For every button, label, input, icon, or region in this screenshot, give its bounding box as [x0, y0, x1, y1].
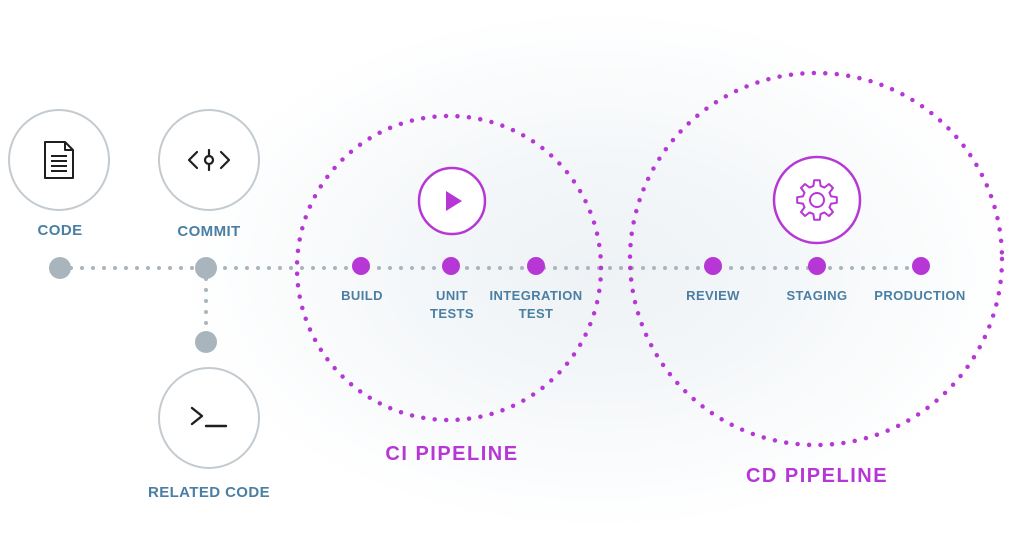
commit-label: COMMIT	[177, 223, 241, 240]
build-node	[352, 257, 370, 275]
code-icon-circle	[8, 109, 110, 211]
related-code-label: RELATED CODE	[147, 484, 271, 501]
production-label: PRODUCTION	[874, 288, 966, 303]
document-icon	[44, 141, 74, 179]
unit-tests-label-line1: UNIT	[436, 288, 468, 303]
commit-icon	[187, 148, 231, 172]
unit-tests-label-line2: TESTS	[430, 306, 474, 321]
ci-pipeline-label: CI PIPELINE	[385, 443, 519, 465]
review-label: REVIEW	[686, 288, 740, 303]
review-node	[704, 257, 722, 275]
code-node	[49, 257, 71, 279]
gear-icon	[796, 179, 838, 221]
integration-test-label: INTEGRATION TEST	[474, 287, 598, 323]
play-icon	[446, 191, 462, 211]
unit-tests-label: UNIT TESTS	[412, 287, 492, 323]
commit-icon-circle	[158, 109, 260, 211]
unit-tests-node	[442, 257, 460, 275]
commit-node	[195, 257, 217, 279]
code-label: CODE	[37, 222, 83, 239]
cd-pipeline-ring	[627, 70, 1005, 448]
cd-gear-circle	[772, 155, 862, 245]
ci-play-circle	[417, 166, 487, 236]
build-label: BUILD	[341, 288, 383, 303]
staging-label: STAGING	[786, 288, 848, 303]
production-node	[912, 257, 930, 275]
cd-pipeline-label: CD PIPELINE	[745, 465, 889, 487]
integration-test-label-line1: INTEGRATION	[489, 288, 583, 303]
integration-test-node	[527, 257, 545, 275]
terminal-icon	[190, 406, 228, 428]
integration-test-label-line2: TEST	[518, 306, 554, 321]
ci-pipeline-ring	[294, 113, 604, 423]
staging-node	[808, 257, 826, 275]
related-code-icon-circle	[158, 367, 260, 469]
related-code-node	[195, 331, 217, 353]
